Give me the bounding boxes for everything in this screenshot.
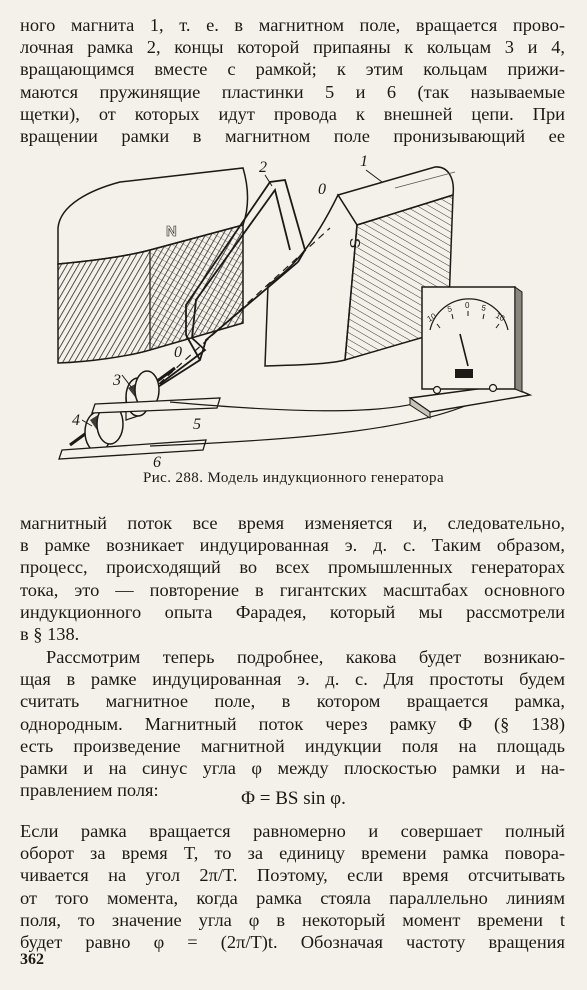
text-line: будет равно φ = (2π/T)t. Обозначая часто… — [20, 932, 565, 953]
text-line: правлением поля: — [20, 780, 159, 801]
text-line: лочная рамка 2, концы которой припаяны к… — [20, 37, 565, 58]
galvanometer — [408, 286, 533, 419]
label-5: 5 — [193, 416, 201, 433]
axis-label-top: 0 — [318, 181, 326, 198]
paragraph-3: Рассмотрим теперь подробнее, какова буде… — [20, 646, 565, 801]
north-pole-letter: N — [166, 223, 177, 240]
text-line: рамки и на синус угла φ между плоскостью… — [20, 758, 565, 779]
text-line: маются пружинящие пластинки 5 и 6 (так н… — [20, 81, 565, 102]
axis-label-bottom: 0 — [174, 344, 182, 361]
scale-tick: 0 — [465, 301, 470, 310]
label-4: 4 — [72, 412, 80, 429]
text-line: считать магнитное поле, в котором вращае… — [20, 691, 565, 712]
text-line: Рассмотрим теперь подробнее, какова буде… — [46, 647, 565, 667]
text-line: от того момента, когда рамка стояла пара… — [20, 887, 565, 908]
text-line: индукционного опыта Фарадея, который мы … — [20, 601, 565, 622]
text-line: в рамке возникает индуцированная э. д. с… — [20, 535, 565, 556]
page-number: 362 — [20, 951, 44, 968]
paragraph-2: магнитный поток все время изменяется и, … — [20, 512, 565, 645]
scale-tick: 5 — [447, 304, 454, 314]
text-line: процесс, происходящий во всех промышленн… — [20, 557, 565, 578]
text-line: щая в рамке индуцированная э. д. с. Для … — [20, 669, 565, 690]
paragraph-1: ного магнита 1, т. е. в магнитном поле, … — [20, 14, 565, 147]
text-line: оборот за время T, то за единицу времени… — [20, 843, 565, 864]
text-line: вращении рамки в магнитном поле пронизыв… — [20, 126, 565, 147]
label-3: 3 — [112, 372, 121, 389]
text-line: ного магнита 1, т. е. в магнитном поле, … — [20, 15, 565, 35]
figure-caption: Рис. 288. Модель индукционного генератор… — [142, 470, 445, 486]
scale-tick: 5 — [481, 303, 488, 313]
paragraph-4: Если рамка вращается равномерно и соверш… — [20, 820, 565, 953]
label-1: 1 — [360, 153, 368, 170]
text-line: в § 138. — [20, 624, 80, 645]
north-magnet-pole — [57, 167, 249, 364]
text-line: Если рамка вращается равномерно и соверш… — [20, 821, 565, 841]
generator-figure: 1 2 3 4 5 6 0 0 N S 10 5 0 5 10 — [57, 153, 533, 471]
label-6: 6 — [153, 454, 161, 471]
text-line: магнитный поток все время изменяется и, … — [20, 513, 565, 533]
text-line: чивается на угол 2π/T. Поэтому, если вре… — [20, 865, 565, 886]
label-2: 2 — [259, 159, 267, 176]
text-line: поля, то значение угла φ в некоторый мом… — [20, 909, 565, 930]
south-pole-letter: S — [346, 238, 363, 248]
text-line: вращающимся вместе с рамкой; к этим коль… — [20, 59, 565, 80]
text-line: щетки), от которых идут провода к внешне… — [20, 103, 565, 124]
text-line: однородным. Магнитный поток через рамку … — [20, 713, 565, 734]
wire-loop — [149, 179, 306, 393]
text-line: есть произведение магнитной индукции пол… — [20, 735, 565, 756]
flux-formula: Φ = BS sin φ. — [241, 788, 346, 809]
text-line: тока, это — повторение в гигантских масш… — [20, 579, 565, 600]
